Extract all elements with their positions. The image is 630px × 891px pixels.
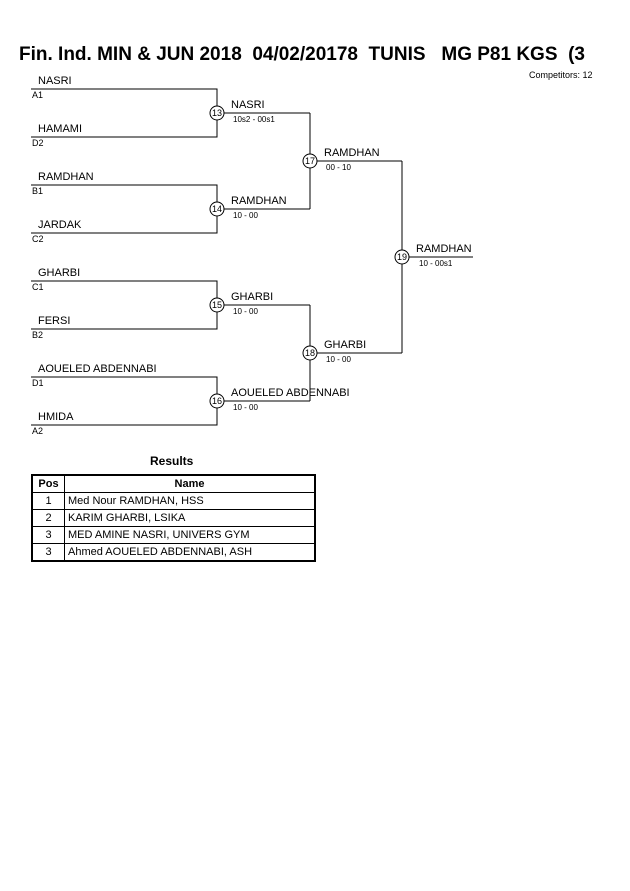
competitor-name: NASRI (38, 75, 72, 87)
match-number-13: 13 (212, 108, 222, 118)
match-number-19: 19 (397, 252, 407, 262)
table-row: 3 Ahmed AOUELED ABDENNABI, ASH (31, 543, 316, 562)
match-number-14: 14 (212, 204, 222, 214)
match-circle-13 (209, 105, 225, 121)
match-circle-18 (302, 345, 318, 361)
match-number-18: 18 (305, 348, 315, 358)
match-winner: GHARBI (324, 339, 367, 351)
table-row: 1 Med Nour RAMDHAN, HSS (31, 492, 316, 510)
final-winner: RAMDHAN (416, 243, 472, 255)
result-name: Med Nour RAMDHAN, HSS (64, 492, 316, 510)
match-circle-17 (302, 153, 318, 169)
result-pos: 3 (31, 526, 65, 544)
results-header-pos: Pos (31, 474, 65, 493)
match-number-15: 15 (212, 300, 222, 310)
result-pos: 2 (31, 509, 65, 527)
match-number-16: 16 (212, 396, 222, 406)
final-score: 10 - 00s1 (419, 259, 453, 268)
competitor-seed: A1 (32, 90, 44, 100)
competitor-seed: A2 (32, 426, 44, 436)
table-row: 3 MED AMINE NASRI, UNIVERS GYM (31, 526, 316, 544)
result-name: Ahmed AOUELED ABDENNABI, ASH (64, 543, 316, 562)
match-winner: NASRI (231, 99, 265, 111)
match-circle-16 (209, 393, 225, 409)
competitor-seed: B2 (32, 330, 44, 340)
results-header-row: Pos Name (31, 474, 316, 493)
match-score: 10 - 00 (326, 355, 351, 364)
match-circle-15 (209, 297, 225, 313)
competitors-count: Competitors: 12 (529, 70, 593, 80)
match-winner: RAMDHAN (231, 195, 287, 207)
result-pos: 3 (31, 543, 65, 562)
match-circle-14 (209, 201, 225, 217)
match-winner: GHARBI (231, 291, 274, 303)
competitor-seed: C1 (32, 282, 44, 292)
result-pos: 1 (31, 492, 65, 510)
match-score: 00 - 10 (326, 163, 351, 172)
competitor-name: HMIDA (38, 411, 74, 423)
match-number-17: 17 (305, 156, 315, 166)
match-score: 10s2 - 00s1 (233, 115, 275, 124)
competitor-name: GHARBI (38, 267, 81, 279)
results-header-name: Name (64, 474, 316, 493)
competitor-seed: B1 (32, 186, 44, 196)
match-score: 10 - 00 (233, 211, 258, 220)
competitor-name: JARDAK (38, 219, 82, 231)
competitor-seed: D2 (32, 138, 44, 148)
results-table: Pos Name 1 Med Nour RAMDHAN, HSS 2 KARIM… (31, 474, 316, 562)
title-clip: Fin. Ind. MIN & JUN 2018 04/02/20178 TUN… (0, 40, 630, 70)
competitor-name: HAMAMI (38, 123, 82, 135)
match-circle-19 (394, 249, 410, 265)
match-winner: AOUELED ABDENNABI (231, 387, 350, 399)
match-score: 10 - 00 (233, 307, 258, 316)
competitor-seed: D1 (32, 378, 44, 388)
match-score: 10 - 00 (233, 403, 258, 412)
competitor-name: FERSI (38, 315, 71, 327)
result-name: MED AMINE NASRI, UNIVERS GYM (64, 526, 316, 544)
results-title: Results (150, 454, 194, 468)
result-name: KARIM GHARBI, LSIKA (64, 509, 316, 527)
competitor-name: AOUELED ABDENNABI (38, 363, 157, 375)
competitor-name: RAMDHAN (38, 171, 94, 183)
match-winner: RAMDHAN (324, 147, 380, 159)
table-row: 2 KARIM GHARBI, LSIKA (31, 509, 316, 527)
page-title: Fin. Ind. MIN & JUN 2018 04/02/20178 TUN… (19, 44, 585, 65)
competitor-seed: C2 (32, 234, 44, 244)
